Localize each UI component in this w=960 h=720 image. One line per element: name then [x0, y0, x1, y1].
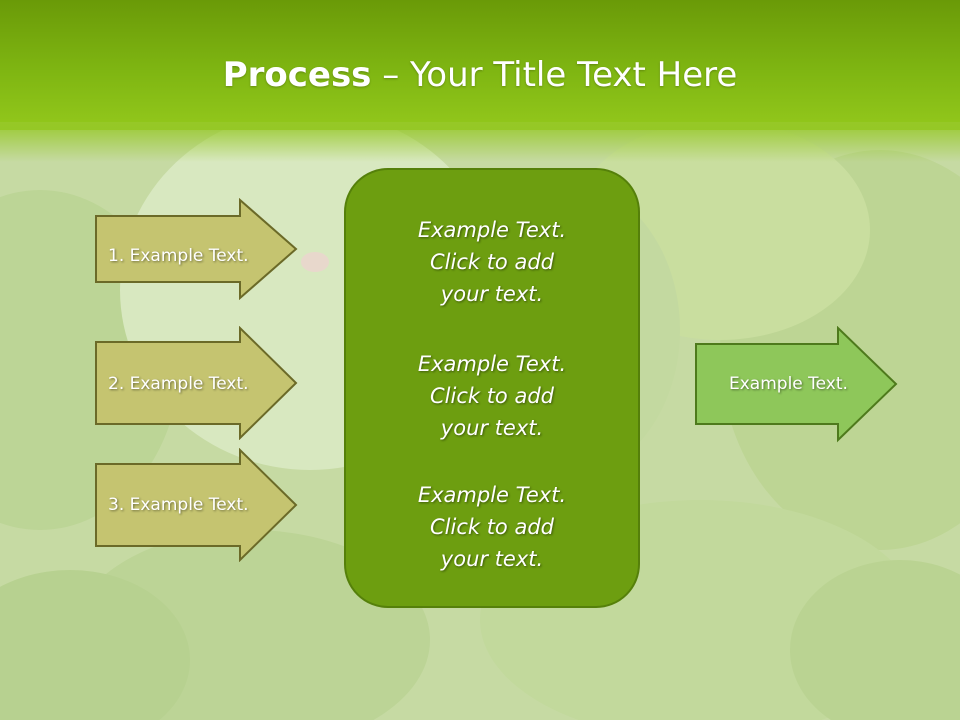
step-arrow-1[interactable] — [94, 198, 300, 300]
center-item-3-line3: your text. — [440, 547, 544, 571]
center-item-2-line2: Click to add — [429, 384, 554, 408]
output-label: Example Text. — [729, 374, 848, 394]
slide-title[interactable]: Process – Your Title Text Here — [0, 52, 960, 98]
center-item-1-line1: Example Text. — [417, 218, 567, 242]
center-item-3-line1: Example Text. — [417, 483, 567, 507]
step-label-1: 1. Example Text. — [108, 246, 249, 266]
header-fade — [0, 122, 960, 162]
center-item-2-line1: Example Text. — [417, 352, 567, 376]
center-item-2-line3: your text. — [440, 416, 544, 440]
step-arrow-2[interactable] — [94, 326, 300, 440]
center-item-1-line3: your text. — [440, 282, 544, 306]
step-label-2: 2. Example Text. — [108, 374, 249, 394]
center-item-1: Example Text. Click to add your text. — [346, 214, 638, 310]
title-bold: Process — [222, 55, 372, 95]
center-item-3-line2: Click to add — [429, 515, 554, 539]
center-item-3: Example Text. Click to add your text. — [346, 479, 638, 575]
title-rest: – Your Title Text Here — [371, 55, 738, 95]
center-content-box[interactable]: Example Text. Click to add your text. Ex… — [344, 168, 640, 608]
output-arrow[interactable] — [694, 326, 900, 444]
header-bar — [0, 0, 960, 130]
center-item-1-line2: Click to add — [429, 250, 554, 274]
step-label-3: 3. Example Text. — [108, 495, 249, 515]
step-arrow-3[interactable] — [94, 448, 300, 562]
center-item-2: Example Text. Click to add your text. — [346, 348, 638, 444]
